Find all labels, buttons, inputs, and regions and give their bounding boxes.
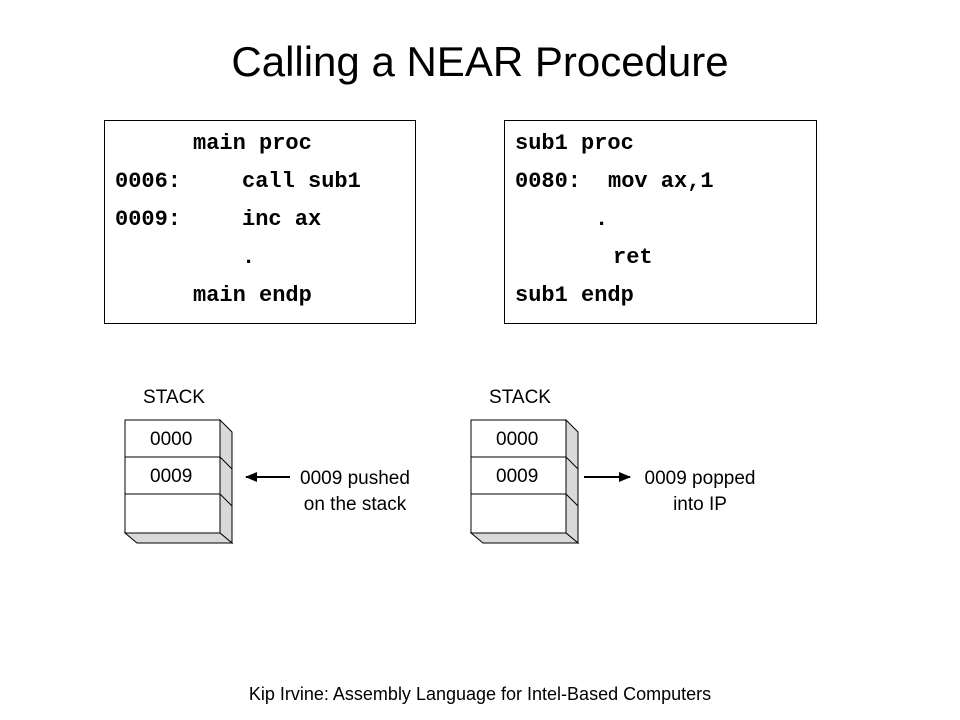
- push-note-line-1: 0009 pushed: [300, 468, 410, 489]
- stack-right-cell-1-value: 0000: [496, 429, 538, 450]
- main-code-box: main proc 0006: call sub1 0009: inc ax .…: [104, 120, 416, 324]
- stack-left-cell-2: [124, 456, 221, 495]
- stack-right-bottom: [469, 532, 580, 544]
- main-line-2: call sub1: [242, 169, 361, 194]
- stack-left-label: STACK: [143, 387, 205, 408]
- pop-note-line-2: into IP: [673, 494, 727, 515]
- sub1-line-2: mov ax,1: [608, 169, 714, 194]
- stack-right: STACK 0000 0009 0009 popped into IP: [469, 387, 756, 545]
- stack-left-cell-1: [124, 419, 221, 458]
- push-note-line-2: on the stack: [304, 494, 407, 515]
- sub1-line-3: .: [595, 207, 609, 232]
- main-line-3: inc ax: [242, 207, 322, 232]
- main-addr-3: 0009:: [115, 207, 182, 232]
- sub1-line-5: sub1 endp: [515, 283, 634, 308]
- stack-right-cell-2-value: 0009: [496, 466, 538, 487]
- main-line-5: main endp: [193, 283, 312, 308]
- stack-left-cell-3: [124, 493, 221, 534]
- sub1-addr-2: 0080:: [515, 169, 582, 194]
- main-line-4: .: [242, 245, 256, 270]
- stack-right-cell-1: [470, 419, 567, 458]
- sub1-code-box: sub1 proc 0080: mov ax,1 . ret sub1 endp: [504, 120, 817, 324]
- stack-right-side: [565, 418, 579, 545]
- stack-left-bottom: [123, 532, 234, 544]
- footer-credit: Kip Irvine: Assembly Language for Intel-…: [248, 684, 712, 704]
- stack-right-label: STACK: [489, 387, 551, 408]
- main-line-1: main proc: [193, 131, 312, 156]
- stack-left-side: [219, 418, 233, 545]
- sub1-line-4: ret: [613, 245, 653, 270]
- main-addr-2: 0006:: [115, 169, 182, 194]
- stack-left-cell-1-value: 0000: [150, 429, 192, 450]
- stack-right-cell-3: [470, 493, 567, 534]
- slide-title: Calling a NEAR Procedure: [231, 38, 729, 85]
- stack-left: STACK 0000 0009 0009 pushed on the stack: [123, 387, 410, 545]
- sub1-line-1: sub1 proc: [515, 131, 634, 156]
- stack-right-cell-2: [470, 456, 567, 495]
- stack-left-cell-2-value: 0009: [150, 466, 192, 487]
- pop-note-line-1: 0009 popped: [645, 468, 756, 489]
